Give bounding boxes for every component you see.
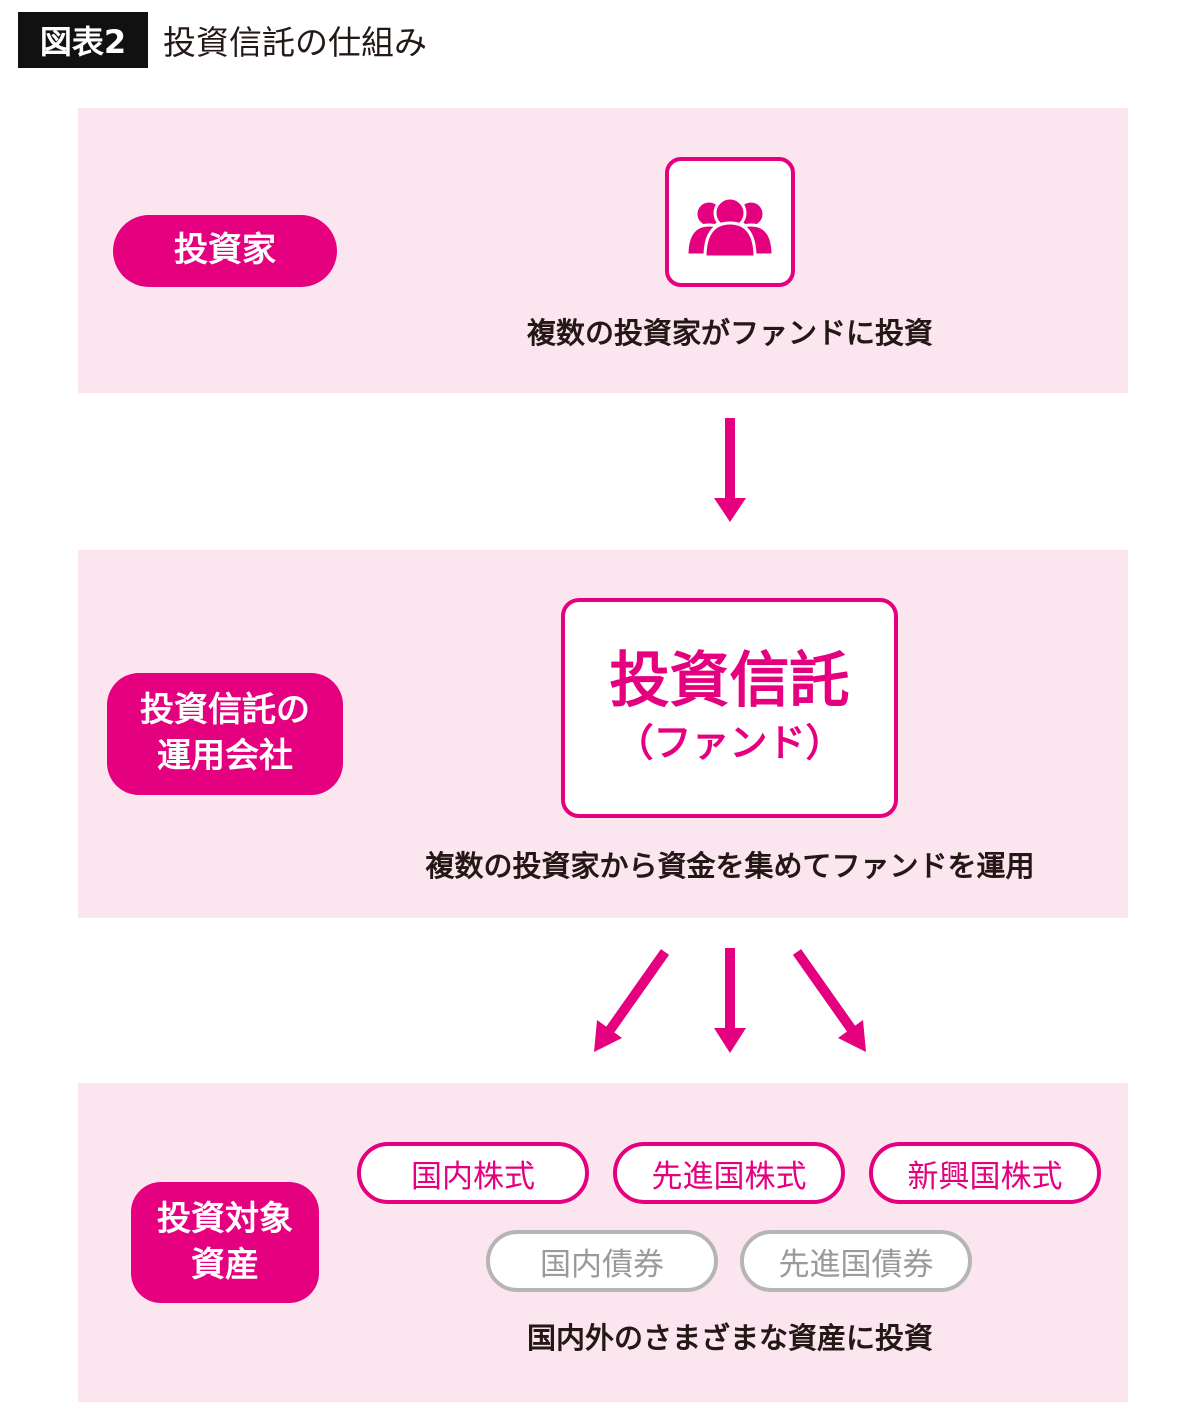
- arrow-down-right-icon: [792, 949, 866, 1052]
- figure-tag: 図表2: [18, 12, 148, 68]
- investor-label: 投資家: [113, 215, 337, 287]
- manager-label-line: 運用会社: [157, 736, 293, 776]
- manager-caption: 複数の投資家から資金を集めてファンドを運用: [425, 849, 1035, 883]
- figure-title: 投資信託の仕組み: [163, 23, 427, 62]
- arrow-down-left-icon: [594, 949, 670, 1052]
- asset-pill-muted: 先進国債券: [740, 1230, 972, 1292]
- fund-title: 投資信託: [609, 646, 850, 717]
- arrow-down-icon: [714, 418, 746, 522]
- fund-subtitle: （ファンド）: [615, 721, 844, 766]
- manager-label: 投資信託の 運用会社: [107, 673, 343, 795]
- asset-pill-muted: 国内債券: [486, 1230, 718, 1292]
- investor-caption: 複数の投資家がファンドに投資: [526, 316, 933, 350]
- fund-box: 投資信託 （ファンド）: [561, 598, 898, 818]
- people-group-icon: [665, 157, 795, 287]
- arrow-down-icon: [714, 948, 746, 1053]
- asset-pill: 先進国株式: [613, 1142, 845, 1204]
- assets-label-line: 資産: [191, 1244, 259, 1285]
- manager-label-line: 投資信託の: [140, 690, 310, 731]
- assets-caption: 国内外のさまざまな資産に投資: [526, 1321, 933, 1355]
- asset-pill: 国内株式: [357, 1142, 589, 1204]
- assets-label-line: 投資対象: [157, 1198, 293, 1239]
- asset-pill: 新興国株式: [869, 1142, 1101, 1204]
- assets-label: 投資対象 資産: [131, 1182, 319, 1303]
